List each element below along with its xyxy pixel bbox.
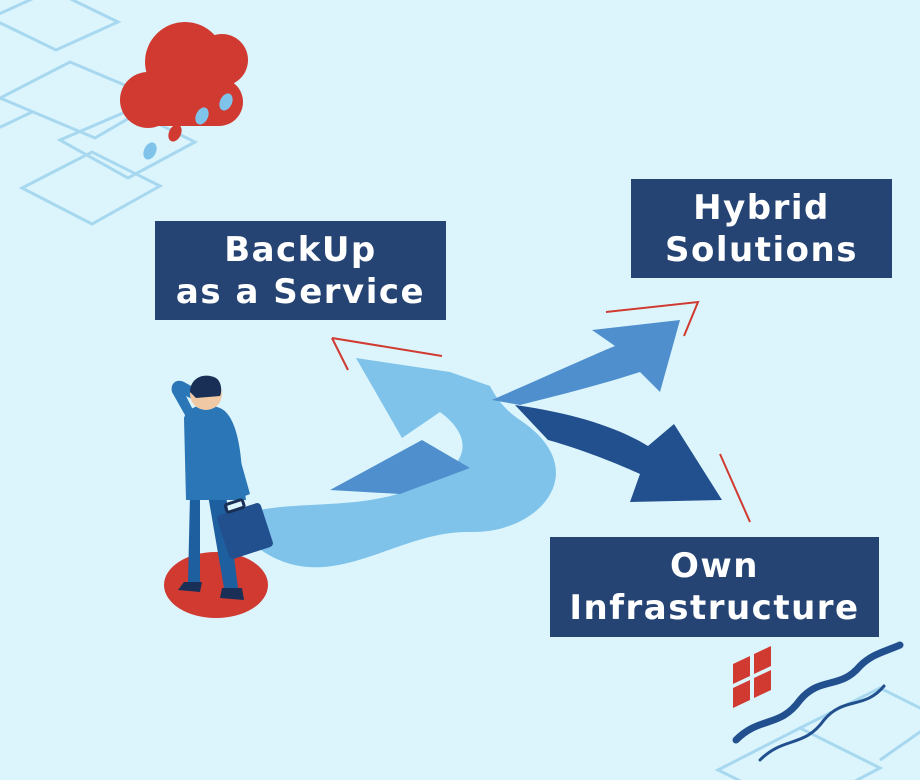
option-own-line2: Infrastructure [569, 588, 860, 628]
wave-decoration [732, 641, 904, 762]
option-hybrid-line2: Solutions [665, 229, 858, 270]
left-branch-facet [330, 440, 470, 494]
businessman-figure [164, 375, 273, 618]
cloud-rain-icon [120, 22, 248, 160]
arrow-to-hybrid [492, 320, 680, 405]
building-windows-icon [733, 646, 771, 708]
main-path-arrow [250, 358, 556, 568]
arrow-to-own [515, 405, 722, 502]
briefcase-icon [217, 498, 273, 559]
option-baas-line1: BackUp [224, 229, 377, 270]
option-baas-line2: as a Service [175, 271, 426, 312]
option-hybrid-solutions: Hybrid Solutions [631, 179, 892, 278]
option-backup-as-a-service: BackUp as a Service [155, 221, 446, 320]
accent-lines [331, 300, 751, 523]
option-own-line1: Own [669, 546, 760, 586]
option-hybrid-line1: Hybrid [693, 187, 830, 228]
option-own-infrastructure: Own Infrastructure [550, 537, 879, 637]
